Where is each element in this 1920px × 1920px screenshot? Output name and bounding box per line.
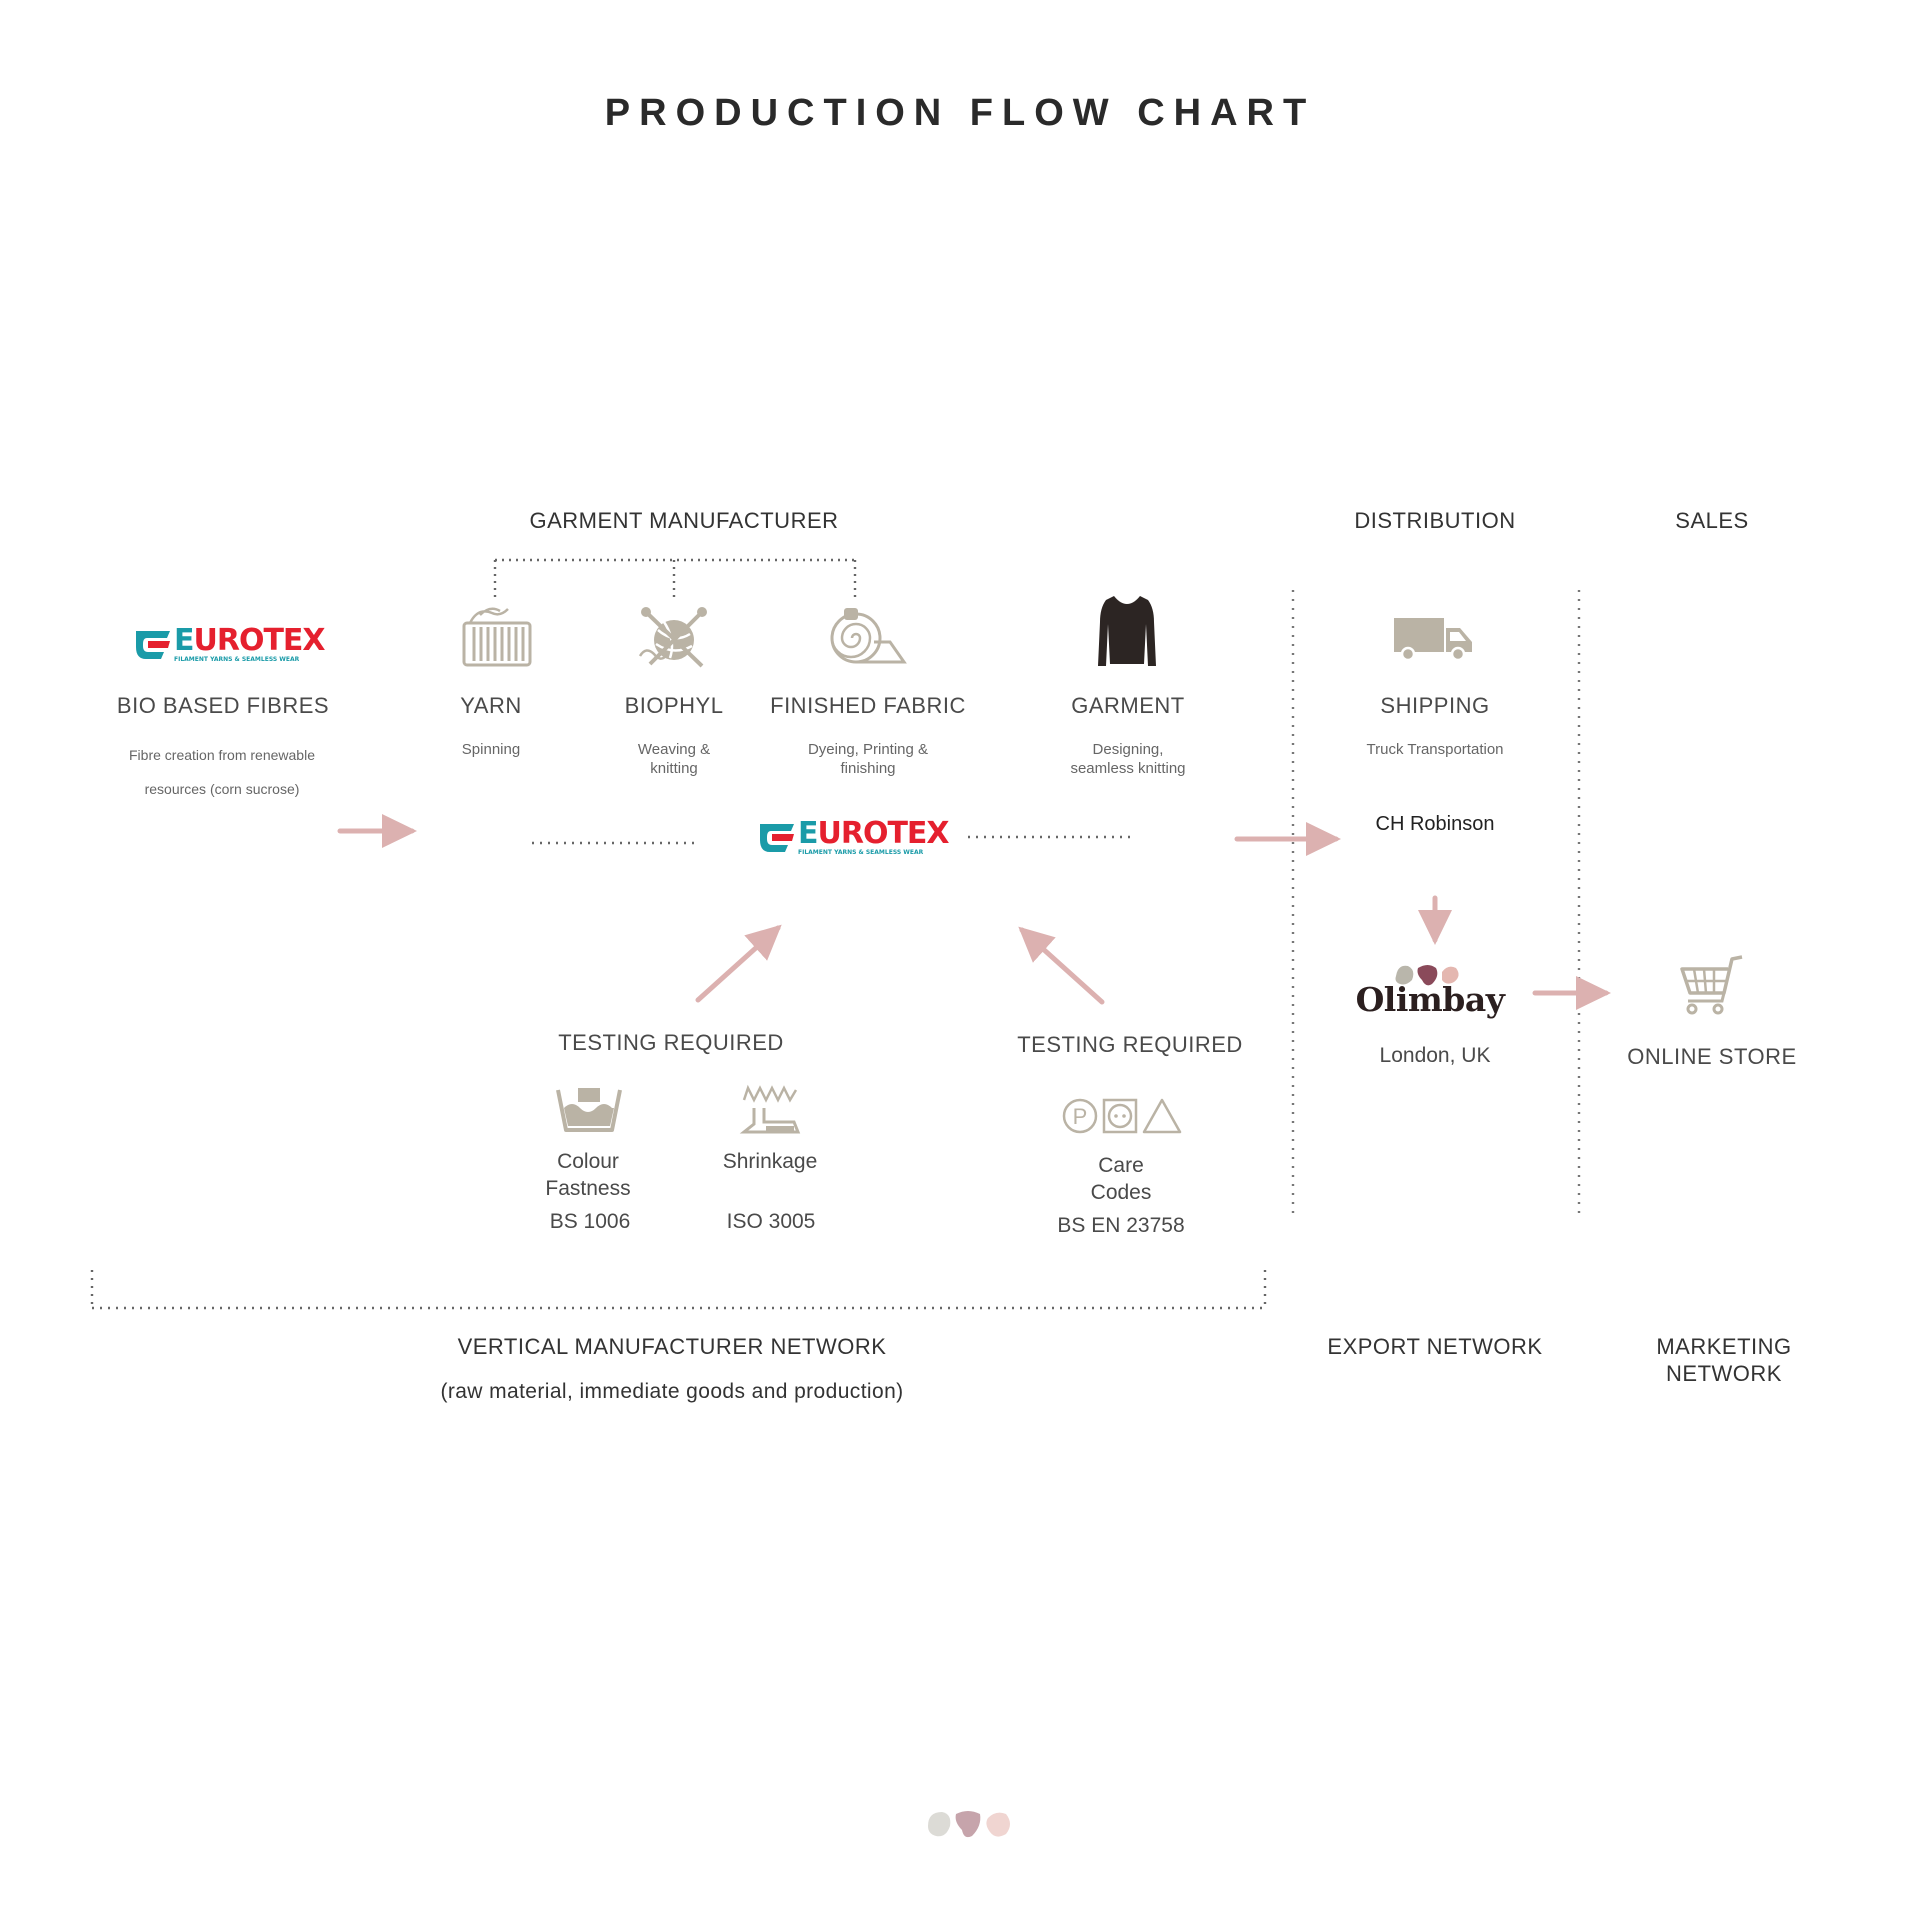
care-p-letter: P <box>1073 1104 1088 1129</box>
stage-bio-desc-2: resources (corn sucrose) <box>144 781 300 797</box>
stage-garment-label: GARMENT <box>1071 693 1185 718</box>
testing-right-heading: TESTING REQUIRED <box>1017 1032 1243 1057</box>
stage-biophyl-desc-2: knitting <box>650 760 698 777</box>
truck-icon <box>1394 618 1472 662</box>
vertical-network-label: VERTICAL MANUFACTURER NETWORK <box>457 1334 887 1359</box>
shrinkage-iron-icon <box>739 1084 801 1134</box>
eurotex-e: E <box>174 623 194 658</box>
care-codes-line1: Care <box>1098 1154 1144 1177</box>
marketing-network-line2: NETWORK <box>1666 1361 1782 1386</box>
arrow-testing-right-up <box>1018 926 1105 1005</box>
olimbay-location: London, UK <box>1379 1044 1491 1067</box>
stage-yarn-desc: Spinning <box>461 741 521 758</box>
stage-biophyl-label: BIOPHYL <box>624 693 724 718</box>
garment-shirt-icon <box>1098 596 1156 666</box>
wash-tub-icon <box>556 1088 622 1132</box>
section-garment-manufacturer: GARMENT MANUFACTURER <box>529 508 839 533</box>
online-store-label: ONLINE STORE <box>1627 1044 1797 1069</box>
stage-biophyl-desc-1: Weaving & <box>637 741 711 758</box>
eurotex-logo-center: EUROTEX FILAMENT YARNS & SEAMLESS WEAR <box>758 816 950 862</box>
eurotex-logo-mark <box>136 631 170 659</box>
eurotex-e: E <box>798 816 818 851</box>
section-sales: SALES <box>1675 508 1749 533</box>
stage-fabric-desc-1: Dyeing, Printing & <box>807 741 929 758</box>
stage-garment-desc-1: Designing, <box>1092 741 1164 758</box>
shopping-cart-icon <box>1680 955 1743 1015</box>
eurotex-logo-mark <box>760 824 794 852</box>
eurotex-rest: UROTEX <box>193 623 326 658</box>
stage-bio-desc-1: Fibre creation from renewable <box>129 747 315 763</box>
stage-fabric-label: FINISHED FABRIC <box>770 693 966 718</box>
arrow-testing-left-up <box>695 924 782 1003</box>
yarn-spool-icon <box>462 607 532 667</box>
ch-robinson-label: CH Robinson <box>1375 813 1495 835</box>
care-codes-standard: BS EN 23758 <box>1057 1214 1185 1237</box>
section-distribution: DISTRIBUTION <box>1354 508 1516 533</box>
eurotex-tagline: FILAMENT YARNS & SEAMLESS WEAR <box>798 849 924 856</box>
page-title: PRODUCTION FLOW CHART <box>604 92 1316 134</box>
eurotex-logo-top: EUROTEX FILAMENT YARNS & SEAMLESS WEAR <box>134 623 326 669</box>
manufacturer-bracket <box>493 558 857 598</box>
vertical-network-bracket <box>90 1270 1267 1310</box>
colour-fastness-standard: BS 1006 <box>549 1210 631 1233</box>
care-symbols-icon: P <box>1062 1098 1182 1134</box>
colour-fastness-line1: Colour <box>557 1150 619 1173</box>
olimbay-petals-icon <box>1395 965 1459 986</box>
footer-petals-icon <box>928 1811 1010 1838</box>
yarn-ball-needles-icon <box>638 607 707 668</box>
export-network-label: EXPORT NETWORK <box>1327 1334 1543 1359</box>
fabric-roll-icon <box>830 608 907 664</box>
stage-garment-desc-2: seamless knitting <box>1070 760 1186 777</box>
eurotex-rest: UROTEX <box>817 816 950 851</box>
vertical-network-sub: (raw material, immediate goods and produ… <box>440 1380 904 1403</box>
stage-yarn-label: YARN <box>460 693 522 718</box>
shrinkage-label: Shrinkage <box>722 1150 818 1173</box>
shrinkage-standard: ISO 3005 <box>726 1210 816 1233</box>
marketing-network-line1: MARKETING <box>1656 1334 1792 1359</box>
care-codes-line2: Codes <box>1090 1181 1152 1204</box>
colour-fastness-line2: Fastness <box>545 1177 631 1200</box>
stage-fabric-desc-2: finishing <box>840 760 896 777</box>
stage-shipping-desc: Truck Transportation <box>1366 741 1504 758</box>
testing-left-heading: TESTING REQUIRED <box>558 1030 784 1055</box>
stage-bio-label: BIO BASED FIBRES <box>116 693 330 718</box>
stage-shipping-label: SHIPPING <box>1380 693 1490 718</box>
eurotex-tagline: FILAMENT YARNS & SEAMLESS WEAR <box>174 656 300 663</box>
olimbay-logo-text: Olimbay <box>1355 980 1505 1019</box>
